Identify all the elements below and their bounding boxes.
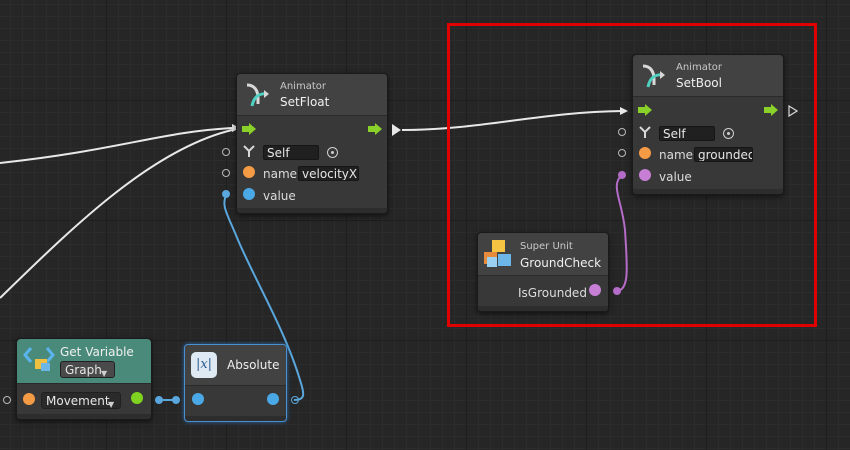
groundcheck-output-label: IsGrounded (518, 286, 587, 300)
groundcheck-output-port[interactable] (589, 284, 601, 296)
groundcheck-node[interactable]: Super Unit GroundCheck IsGrounded (477, 232, 609, 312)
setfloat-flow-out-arrow[interactable] (392, 124, 402, 136)
chevron-down-icon: ▼ (101, 369, 108, 378)
absolute-output-port[interactable] (267, 393, 279, 405)
getvariable-output-socket[interactable] (155, 396, 163, 404)
flow-output-port[interactable] (368, 123, 382, 135)
animator-icon (246, 83, 269, 107)
animator-icon (642, 64, 665, 88)
setbool-value-socket[interactable] (618, 171, 626, 179)
absolute-input-port[interactable] (192, 393, 204, 405)
getvariable-title: Get Variable (60, 345, 134, 359)
variable-icon (23, 347, 55, 371)
setbool-value-label: value (659, 170, 692, 184)
getvariable-node[interactable]: Get Variable Graph ▼ Movement ▼ (16, 338, 152, 420)
setbool-title: SetBool (676, 76, 722, 90)
flow-wire-lower[interactable] (0, 129, 233, 299)
scope-dropdown[interactable]: Graph ▼ (60, 361, 115, 378)
function-icon: |x| (191, 352, 217, 378)
getvariable-name-port[interactable] (23, 393, 35, 405)
setfloat-name-socket[interactable] (222, 169, 230, 177)
variable-dropdown[interactable]: Movement ▼ (41, 392, 121, 409)
flow-wire-setfloat-setbool[interactable] (401, 110, 623, 131)
groundcheck-kind: Super Unit (520, 241, 573, 252)
super-unit-icon (484, 240, 511, 267)
absolute-title: Absolute (227, 358, 280, 372)
flow-wire-setbool-arrow (620, 107, 628, 115)
flow-output-port[interactable] (764, 104, 778, 116)
setfloat-kind: Animator (280, 81, 326, 92)
self-target-icon (639, 126, 651, 138)
groundcheck-title: GroundCheck (520, 256, 602, 270)
absolute-input-socket[interactable] (172, 396, 180, 404)
setfloat-target-picker[interactable] (327, 147, 338, 158)
setfloat-name-label: name (263, 167, 298, 181)
getvariable-name-socket[interactable] (3, 396, 11, 404)
self-target-icon (243, 145, 255, 157)
flow-input-port[interactable] (242, 123, 256, 135)
setbool-node[interactable]: Animator SetBool Self name grounded valu… (632, 54, 784, 195)
setfloat-target-field[interactable]: Self (263, 145, 319, 160)
flow-input-port[interactable] (638, 104, 652, 116)
setbool-target-picker[interactable] (723, 128, 734, 139)
setbool-value-port[interactable] (639, 169, 651, 181)
setfloat-value-port[interactable] (243, 188, 255, 200)
setbool-name-socket[interactable] (618, 149, 626, 157)
absolute-output-socket[interactable] (291, 396, 299, 404)
setfloat-target-socket[interactable] (222, 148, 230, 156)
chevron-down-icon: ▼ (108, 400, 115, 409)
setbool-name-port[interactable] (639, 147, 651, 159)
setbool-target-socket[interactable] (618, 128, 626, 136)
bool-wire-groundcheck-setbool[interactable] (615, 174, 628, 292)
selection-highlight-box (447, 23, 817, 327)
getvariable-output-port[interactable] (131, 392, 143, 404)
scope-dropdown-value: Graph (65, 363, 102, 377)
groundcheck-output-socket[interactable] (613, 287, 621, 295)
setfloat-node[interactable]: Animator SetFloat Self name velocityX va… (236, 73, 388, 214)
setfloat-name-field[interactable]: velocityX (298, 166, 359, 181)
setbool-kind: Animator (676, 62, 722, 73)
setbool-name-field[interactable]: grounded (694, 147, 753, 162)
variable-dropdown-value: Movement (46, 394, 110, 408)
setbool-name-label: name (659, 148, 694, 162)
setbool-target-field[interactable]: Self (659, 126, 715, 141)
setfloat-value-socket[interactable] (222, 190, 230, 198)
float-wire-absolute-setfloat[interactable] (223, 193, 305, 401)
setfloat-value-label: value (263, 189, 296, 203)
flow-wire-in[interactable] (0, 127, 233, 164)
setfloat-title: SetFloat (280, 95, 330, 109)
absolute-node[interactable]: |x| Absolute (184, 344, 287, 422)
setbool-flow-out-arrow[interactable] (788, 105, 798, 117)
setfloat-name-port[interactable] (243, 166, 255, 178)
